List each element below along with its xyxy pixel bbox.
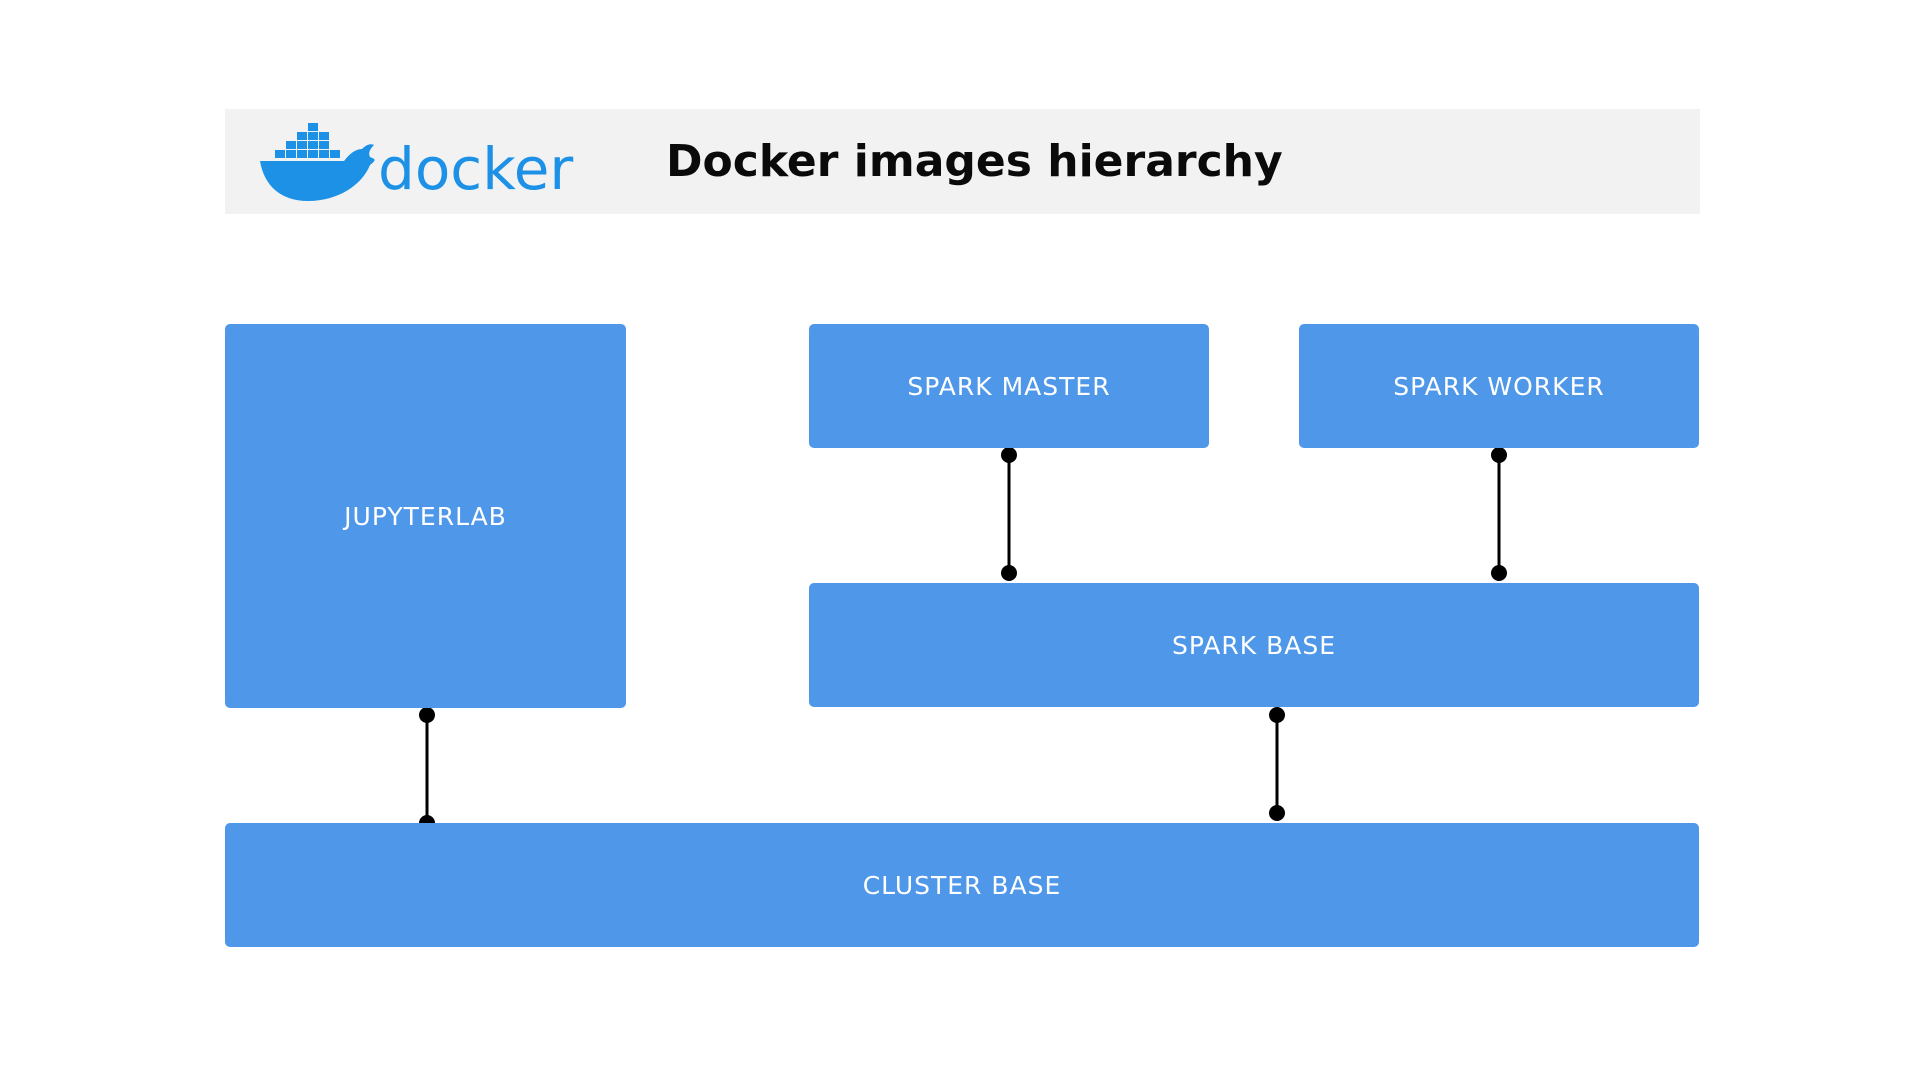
node-spark-worker: SPARK WORKER [1299,324,1699,448]
diagram-title: Docker images hierarchy [666,136,1283,187]
node-cluster-base: CLUSTER BASE [225,823,1699,947]
node-spark-base: SPARK BASE [809,583,1699,707]
node-label: SPARK MASTER [907,371,1111,401]
node-label: SPARK WORKER [1393,371,1605,401]
header-banner: docker Docker images hierarchy [225,109,1700,214]
docker-whale-icon [260,123,375,201]
docker-logo: docker [260,123,573,203]
connector-jupyterlab-to-cluster-base [419,707,435,831]
node-label: JUPYTERLAB [344,501,507,531]
connector-spark-worker-to-spark-base [1491,447,1507,581]
docker-wordmark: docker [378,135,573,203]
node-spark-master: SPARK MASTER [809,324,1209,448]
node-label: CLUSTER BASE [862,870,1062,900]
node-label: SPARK BASE [1171,630,1337,660]
connector-spark-master-to-spark-base [1001,447,1017,581]
node-jupyterlab: JUPYTERLAB [225,324,626,708]
connector-spark-base-to-cluster-base [1269,707,1285,821]
